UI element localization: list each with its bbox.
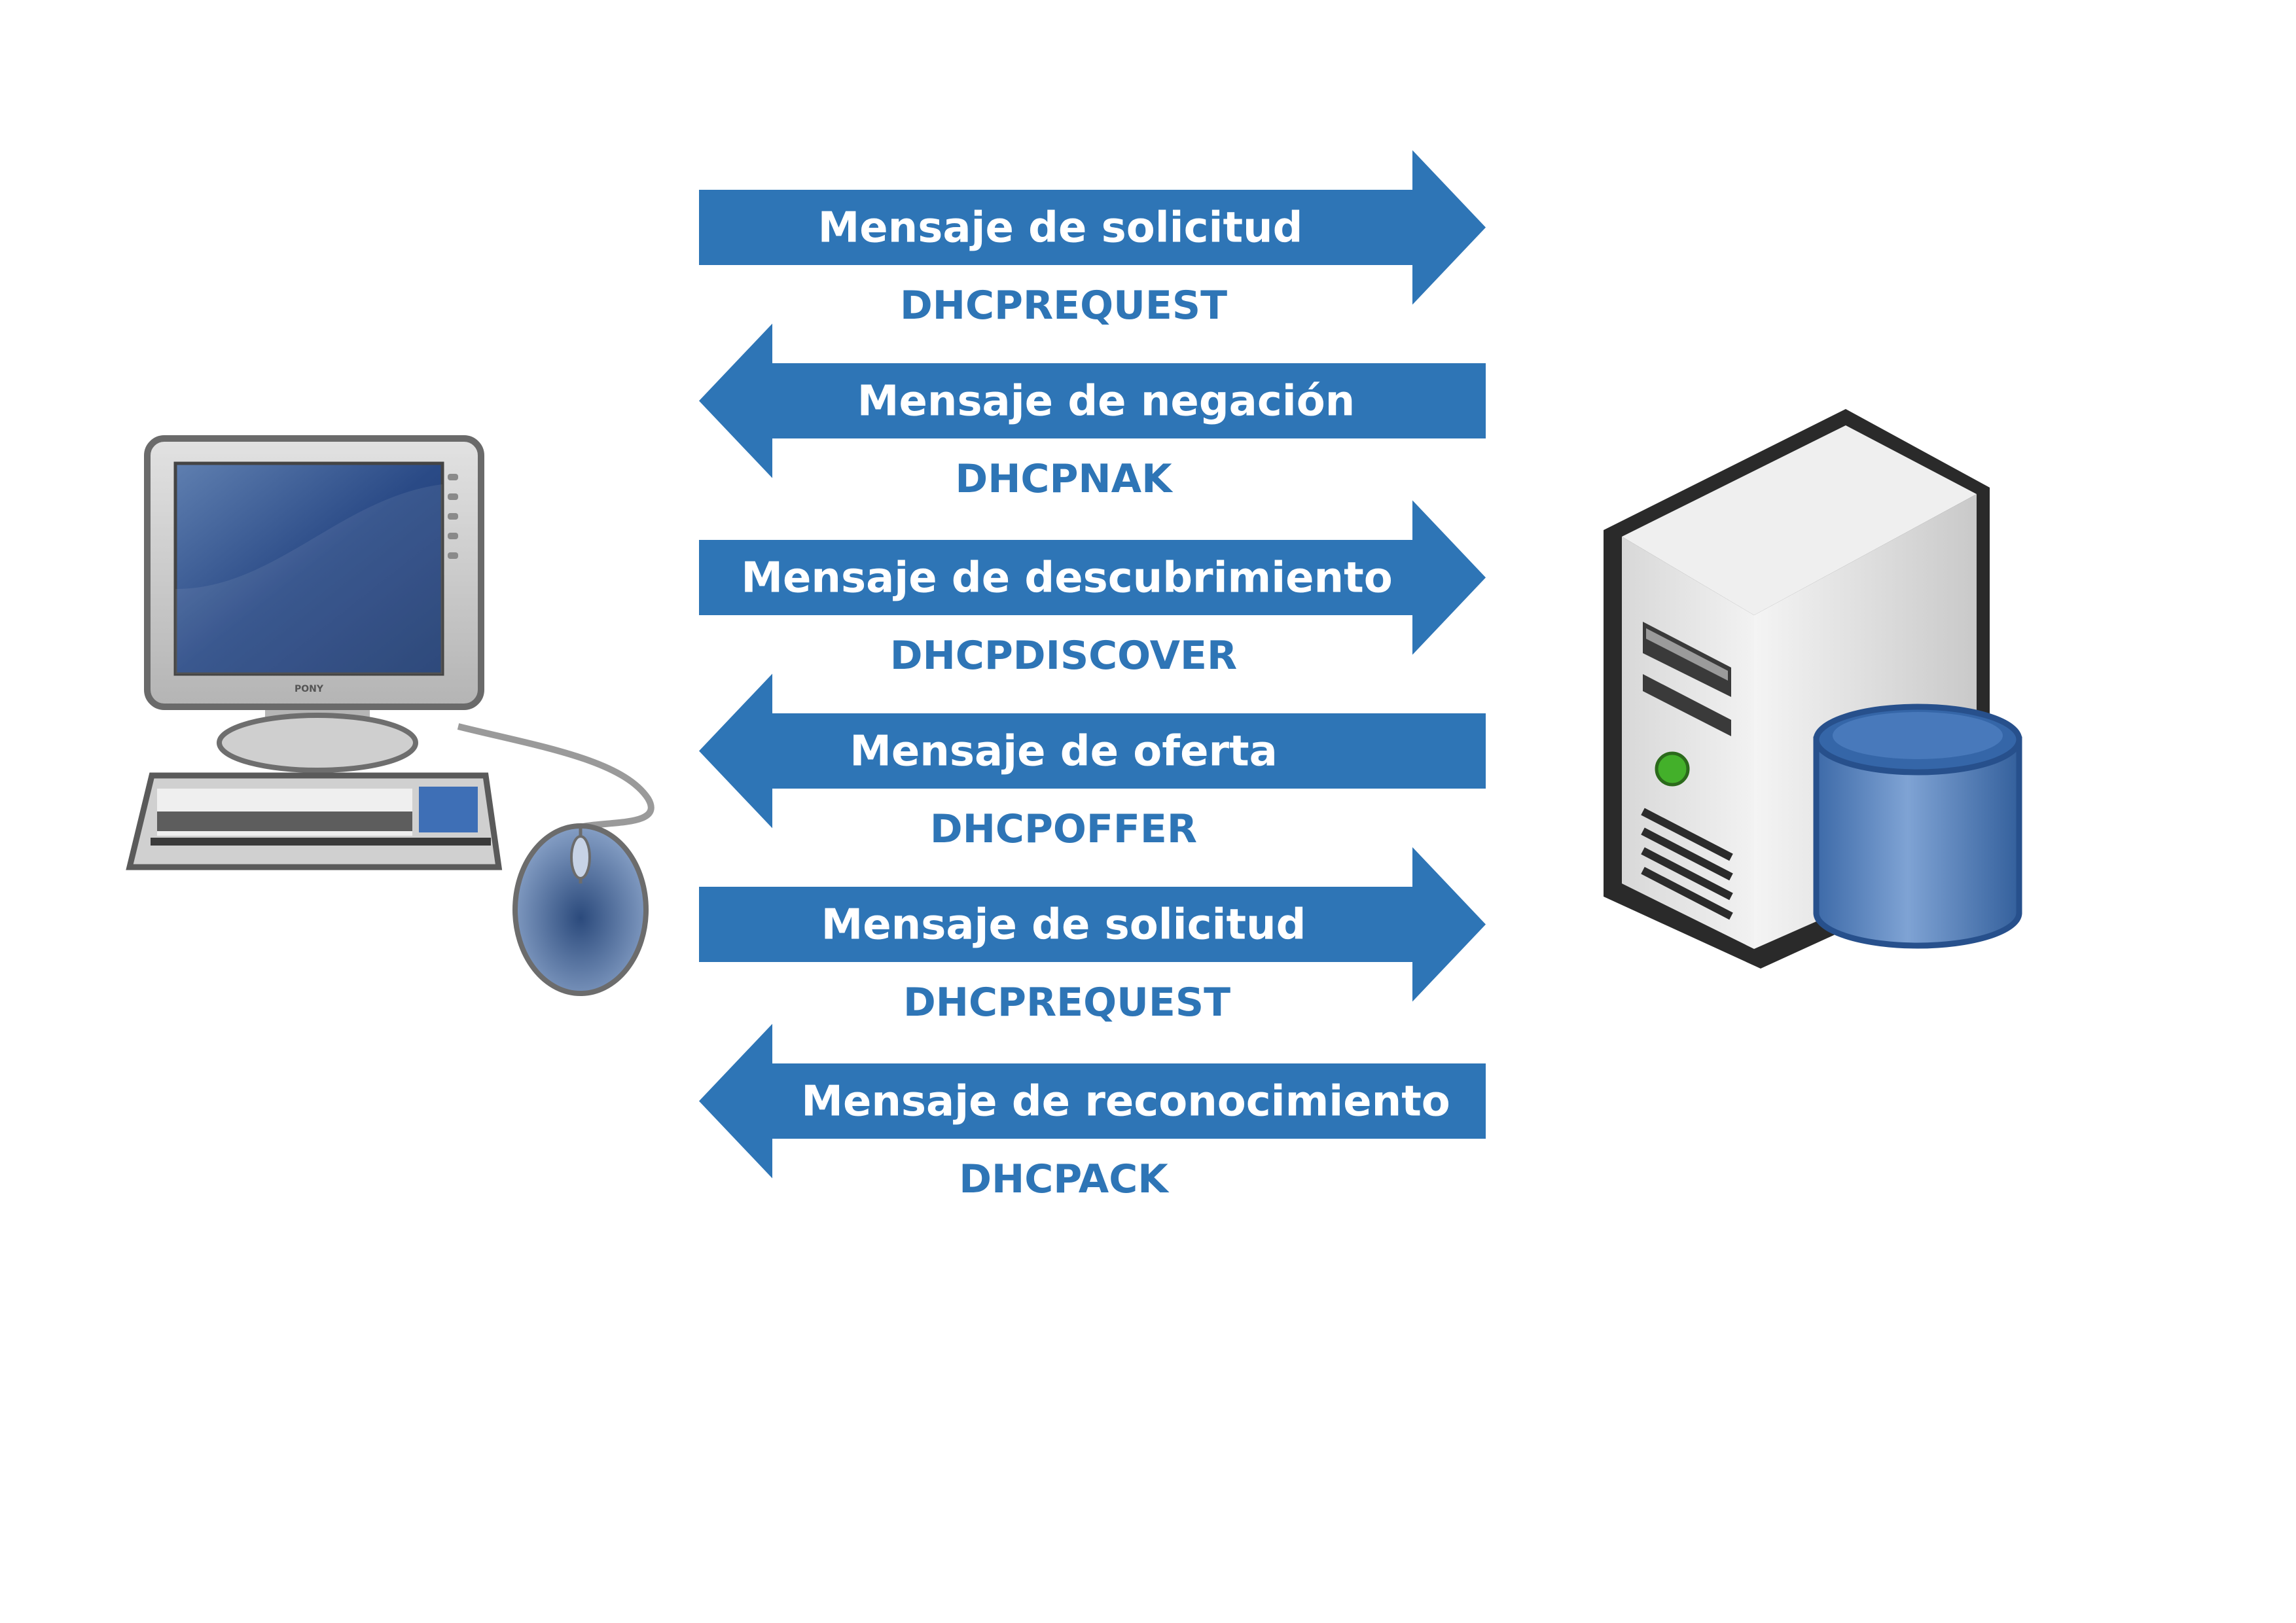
message-code: DHCPREQUEST [900,283,1227,329]
message-label: Mensaje de oferta [850,728,1278,776]
message-label: Mensaje de negación [857,378,1355,426]
arrow-to-server [699,150,1486,305]
power-led [1655,751,1690,787]
monitor-brand: PONY [295,684,324,694]
message-code: DHCPREQUEST [903,980,1230,1026]
message-label: Mensaje de solicitud [818,204,1303,253]
message-label: Mensaje de solicitud [821,901,1306,950]
mouse-cable [457,723,655,834]
monitor-screen [173,461,444,676]
mouse [512,823,649,996]
monitor: PONY [144,435,484,710]
monitor-buttons [448,474,458,559]
arrow-to-client [699,673,1486,829]
client-computer: PONY [126,435,655,996]
arrow-to-client [699,1024,1486,1179]
message-code: DHCPOFFER [930,806,1197,852]
message-label: Mensaje de reconocimiento [801,1078,1450,1126]
server-vents [1641,808,1733,920]
keyboard [126,772,503,870]
message-code: DHCPACK [959,1156,1170,1202]
arrow-to-server [699,500,1486,655]
server-drive-bays [1643,622,1731,736]
message-code: DHCPDISCOVER [890,633,1237,679]
message-label: Mensaje de descubrimiento [741,554,1392,603]
keyboard-keypad [419,787,478,832]
database-cylinder [1813,704,2022,949]
arrow-to-server [699,847,1486,1002]
arrow-to-client [699,323,1486,478]
message-code: DHCPNAK [955,456,1174,502]
